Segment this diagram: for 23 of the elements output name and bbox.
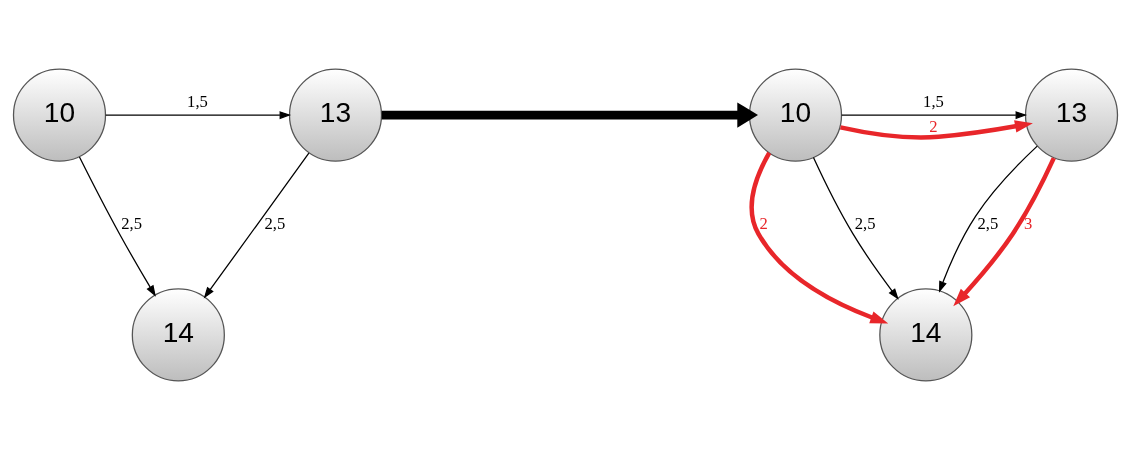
edge-label: 2,5 [264, 214, 286, 234]
node-circle: 13 [288, 68, 383, 162]
node-circle: 10 [12, 68, 107, 162]
edge-label: 2,5 [854, 214, 876, 234]
arrow [381, 102, 758, 128]
arrow [812, 156, 899, 300]
arrow [105, 111, 292, 120]
arrow [938, 145, 1038, 293]
edge-label: 1,5 [187, 91, 208, 111]
edge-label: 3 [1023, 214, 1033, 234]
arrow [839, 120, 1033, 140]
edge-label: 1,5 [923, 91, 944, 111]
arrow [749, 151, 889, 324]
edge-label: 2 [759, 214, 768, 234]
arrow [203, 152, 310, 299]
arrow [953, 157, 1056, 307]
arrow [78, 156, 156, 297]
node-circle: 10 [748, 68, 843, 162]
edge-label: 2 [929, 117, 938, 137]
arrow [841, 111, 1028, 120]
edge-label: 2,5 [121, 214, 143, 234]
edge-label: 2,5 [977, 214, 999, 234]
node-circle: 13 [1024, 68, 1119, 162]
